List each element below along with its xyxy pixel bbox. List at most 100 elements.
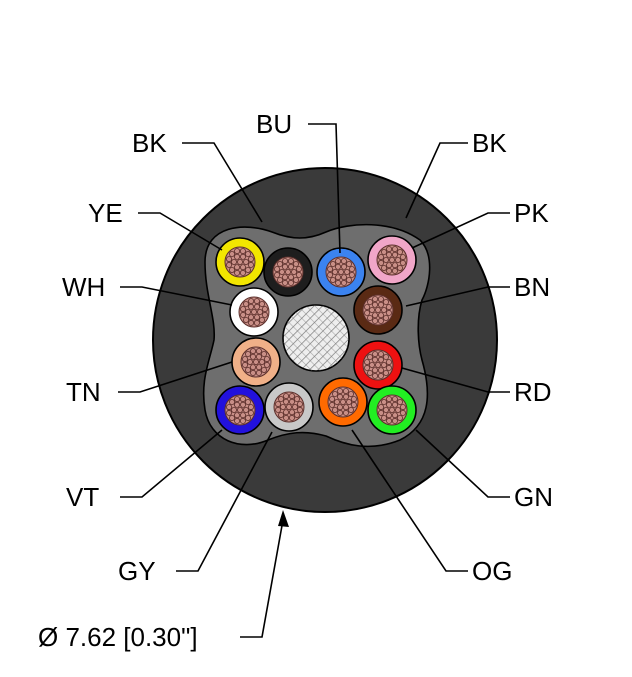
wire-strand	[329, 401, 336, 408]
wire-strand	[230, 258, 237, 265]
core-rd	[353, 340, 403, 390]
wire-strand	[331, 268, 338, 275]
wire-strand	[278, 411, 285, 418]
wire-strand	[385, 262, 392, 269]
wire-strand	[239, 264, 246, 271]
wire-strand	[250, 369, 257, 376]
wire-strand	[374, 361, 381, 368]
wire-strand	[372, 296, 379, 303]
wire-strand	[244, 266, 251, 273]
leader-bu	[308, 123, 341, 254]
wire-strand	[288, 414, 295, 421]
wire-strand	[381, 399, 388, 406]
wire-strand	[275, 401, 282, 408]
wire-strand	[239, 269, 246, 276]
wire-strand	[239, 412, 246, 419]
wire-strand	[385, 359, 392, 366]
core-pk	[367, 235, 417, 285]
wire-strand	[342, 404, 349, 411]
wire-strand	[261, 311, 268, 318]
wire-strand	[229, 399, 236, 406]
wire-strand	[247, 404, 254, 411]
wire-strand	[250, 348, 257, 355]
wire-strand	[381, 249, 388, 256]
wire-strand	[378, 254, 385, 261]
wire-strand	[391, 262, 398, 269]
wire-strand	[287, 263, 294, 270]
wire-strand	[244, 414, 251, 421]
wire-strand	[275, 406, 282, 413]
wire-strand	[332, 391, 339, 398]
wire-strand	[242, 356, 249, 363]
wire-strand	[258, 316, 265, 323]
wire-strand	[288, 393, 295, 400]
wire-strand	[261, 306, 268, 313]
wire-strand	[226, 404, 233, 411]
wire-strand	[342, 409, 349, 416]
wire-strand	[330, 276, 337, 283]
wire-strand	[374, 306, 381, 313]
wire-strand	[391, 401, 398, 408]
conductor-cores	[215, 235, 417, 435]
wire-strand	[234, 248, 241, 255]
wire-strand	[242, 361, 249, 368]
wire-strand	[347, 406, 354, 413]
wire-strand	[243, 316, 250, 323]
wire-strand	[226, 409, 233, 416]
wire-strand	[258, 358, 265, 365]
wire-strand	[380, 361, 387, 368]
wire-strand	[334, 263, 341, 270]
label-tn: TN	[66, 377, 101, 407]
wire-strand	[372, 372, 379, 379]
wire-strand	[336, 393, 343, 400]
wire-strand	[396, 249, 403, 256]
wire-strand	[337, 268, 344, 275]
core-bu	[316, 247, 366, 297]
wire-strand	[253, 314, 260, 321]
wire-strand	[388, 256, 395, 263]
wire-strand	[396, 414, 403, 421]
wire-strand	[243, 301, 250, 308]
wire-strand	[364, 359, 371, 366]
wire-strand	[293, 396, 300, 403]
wire-strand	[244, 399, 251, 406]
wire-strand	[244, 308, 251, 315]
wire-strand	[382, 354, 389, 361]
wire-strand	[364, 309, 371, 316]
wire-strand	[233, 412, 240, 419]
wire-strand	[283, 414, 290, 421]
leader-og	[351, 429, 468, 572]
leader-diameter	[240, 519, 284, 638]
wire-strand	[372, 351, 379, 358]
wire-strand	[345, 276, 352, 283]
wire-strand	[239, 248, 246, 255]
wire-strand	[333, 398, 340, 405]
leader-bk-left	[182, 142, 263, 223]
wire-strand	[274, 266, 281, 273]
wire-strand	[380, 306, 387, 313]
wire-strand	[345, 261, 352, 268]
wire-strand	[281, 263, 288, 270]
wire-strand	[236, 406, 243, 413]
wire-strand	[247, 261, 254, 268]
wire-strand	[377, 312, 384, 319]
wire-strand	[284, 268, 291, 275]
wire-strand	[339, 398, 346, 405]
wire-strand	[350, 401, 357, 408]
wire-strand	[287, 258, 294, 265]
core-tn	[231, 337, 281, 387]
wire-strand	[337, 388, 344, 395]
wire-strand	[386, 396, 393, 403]
wire-strand	[295, 271, 302, 278]
wire-strand	[234, 396, 241, 403]
wire-strand	[342, 393, 349, 400]
wire-strand	[371, 367, 378, 374]
wire-strand	[278, 268, 285, 275]
wire-strand	[247, 256, 254, 263]
core-og	[318, 377, 368, 427]
wire-strand	[396, 264, 403, 271]
wire-strand	[399, 409, 406, 416]
wire-strand	[327, 266, 334, 273]
wire-strand	[239, 401, 246, 408]
